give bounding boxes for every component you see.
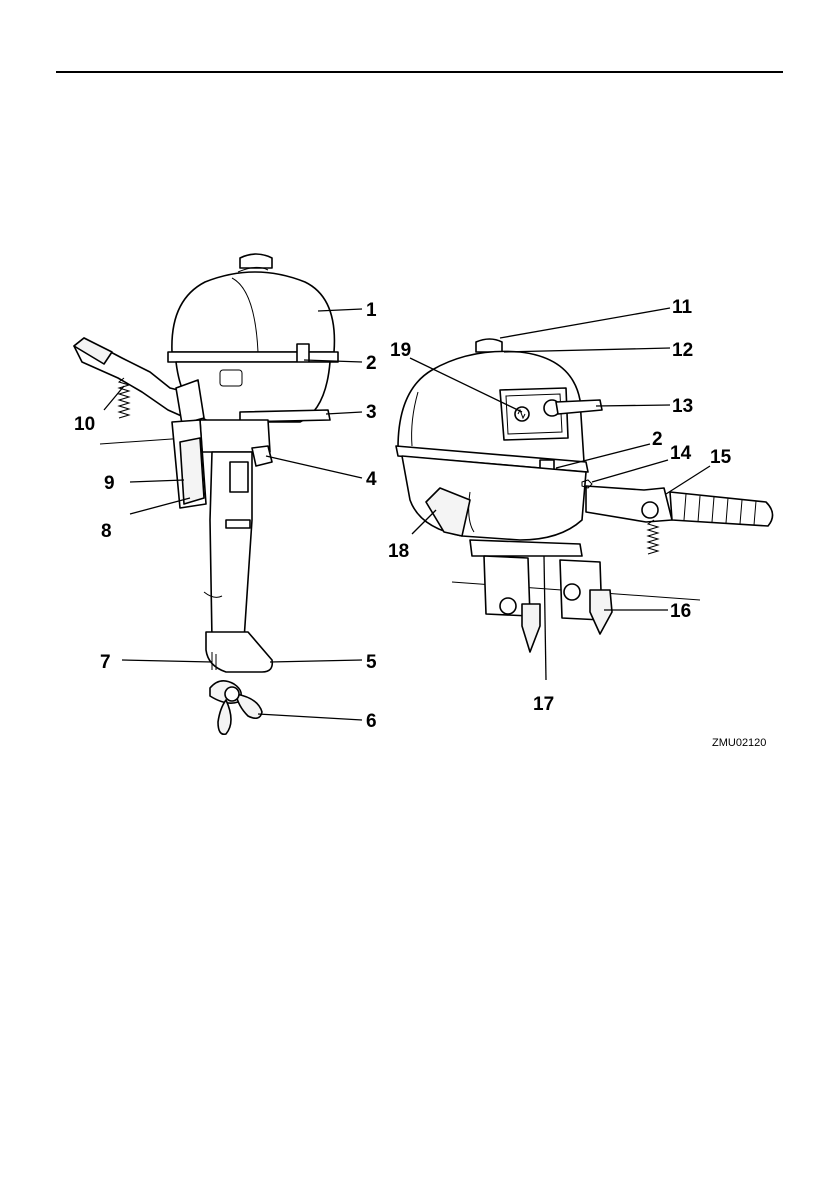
callout-16: 16	[670, 601, 691, 622]
callout-19: 19	[390, 340, 411, 361]
callout-9: 9	[104, 473, 115, 494]
callout-1: 1	[366, 300, 377, 321]
callout-11: 11	[672, 297, 693, 318]
callout-4: 4	[366, 469, 377, 490]
callout-7: 7	[100, 652, 111, 673]
figure-code: ZMU02120	[712, 737, 766, 749]
callout-5: 5	[366, 652, 377, 673]
callout-6: 6	[366, 711, 377, 732]
callout-17: 17	[533, 694, 554, 715]
callout-14: 14	[670, 443, 692, 464]
callout-2-left: 2	[366, 353, 377, 374]
callout-2-right: 2	[652, 429, 663, 450]
callout-18: 18	[388, 541, 409, 562]
right-motor-illustration	[396, 339, 773, 652]
callout-8: 8	[101, 521, 112, 542]
callout-15: 15	[710, 447, 732, 468]
callout-10: 10	[74, 414, 95, 435]
callout-12: 12	[672, 340, 693, 361]
callout-13: 13	[672, 396, 693, 417]
callout-3: 3	[366, 402, 377, 423]
